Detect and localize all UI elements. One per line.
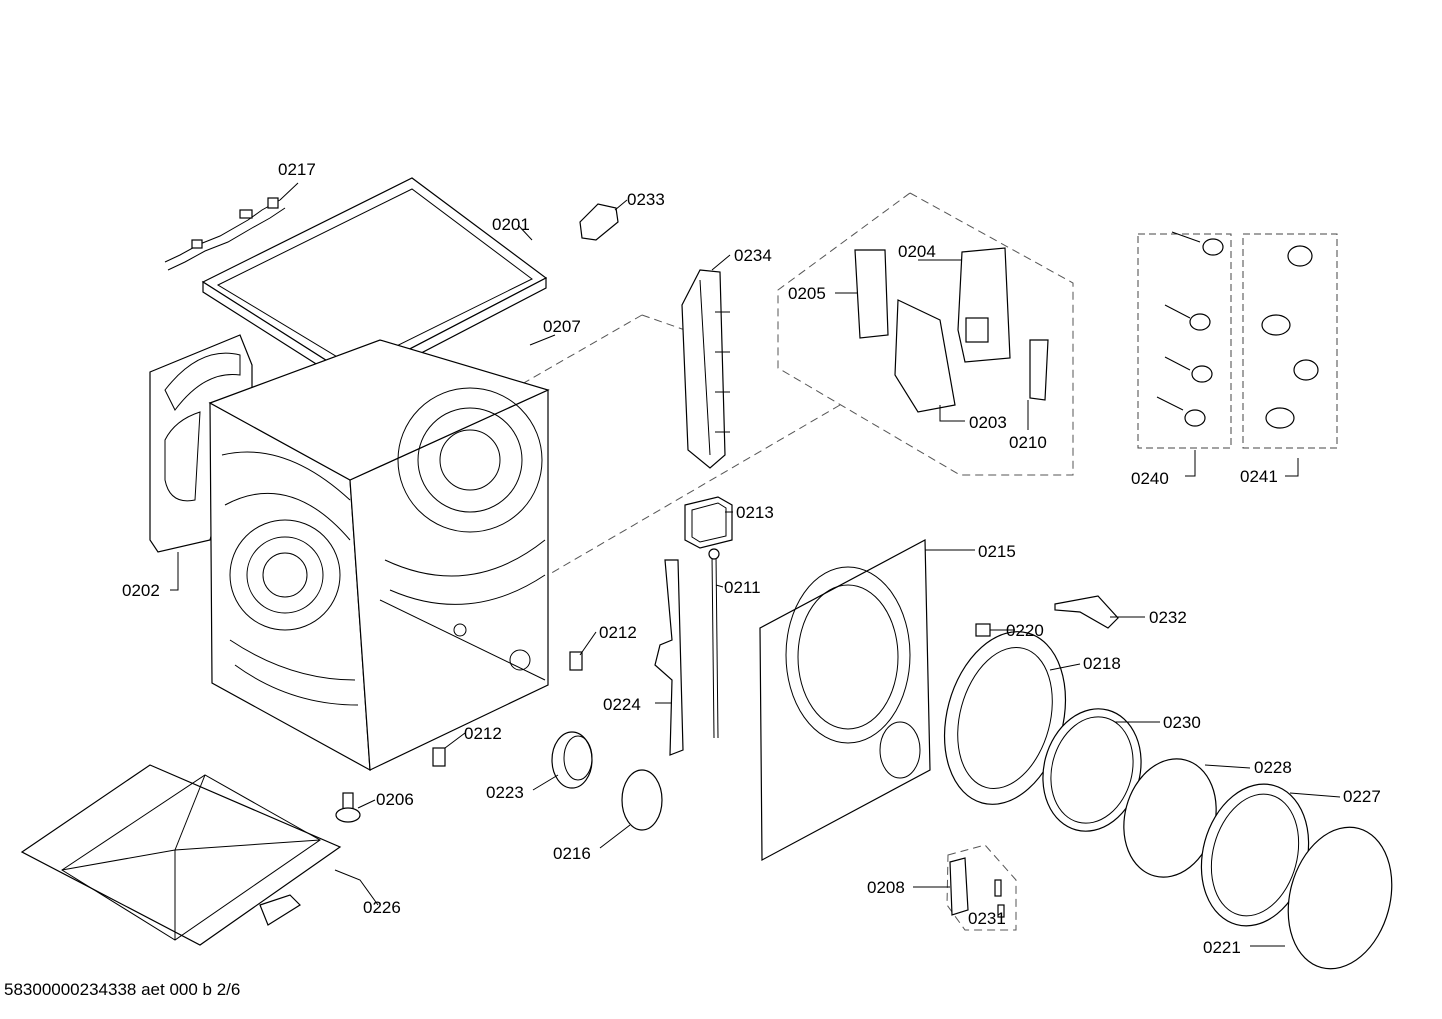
rod-0211 [708,548,720,739]
label-0208: 0208 [867,878,905,897]
label-0240: 0240 [1131,469,1169,488]
label-0201: 0201 [492,215,530,234]
wiring-harness [164,197,286,271]
label-0203: 0203 [969,413,1007,432]
label-0204: 0204 [898,242,936,261]
module-0213 [684,496,733,549]
label-0202: 0202 [122,581,160,600]
label-0221: 0221 [1203,938,1241,957]
label-0232: 0232 [1149,608,1187,627]
label-0241: 0241 [1240,467,1278,486]
label-0218: 0218 [1083,654,1121,673]
rail-0234 [681,269,730,469]
bracket-0233 [579,203,619,241]
label-0226: 0226 [363,898,401,917]
label-0206: 0206 [376,790,414,809]
electronics-parts [854,247,1049,413]
document-reference: 58300000234338 aet 000 b 2/6 [4,980,241,999]
foot-0206 [335,792,361,823]
label-0211: 0211 [724,578,761,597]
label-0227: 0227 [1343,787,1381,806]
group-box-0240 [1137,233,1232,449]
label-0233: 0233 [627,190,665,209]
bracket-0224 [654,559,684,756]
clip-0212-upper [569,651,583,671]
cabinet [208,339,550,772]
label-0220: 0220 [1006,621,1044,640]
door-parts [943,595,1393,970]
group-box-0241 [1242,233,1338,449]
cover-0216 [621,769,663,831]
label-0216: 0216 [553,844,591,863]
label-0223: 0223 [486,783,524,802]
part-labels: 0217 0201 0207 0202 0233 0234 0204 0205 … [122,160,1381,957]
label-0205: 0205 [788,284,826,303]
ring-0223 [551,731,593,789]
label-0228: 0228 [1254,758,1292,777]
group-outline-0208 [946,844,1017,931]
label-0234: 0234 [734,246,772,265]
label-0230: 0230 [1163,713,1201,732]
leader-lines [170,182,1341,947]
label-0212-upper: 0212 [599,623,637,642]
electronics-group-outline [777,192,1074,476]
base-tray [20,764,342,946]
front-panel [759,539,931,861]
label-0207: 0207 [543,317,581,336]
screw-set-0240 [1156,231,1224,427]
label-0217: 0217 [278,160,316,179]
hinge-parts [949,857,1005,918]
label-0213: 0213 [736,503,774,522]
assembly-guides [441,192,1338,931]
label-0212-lower: 0212 [464,724,502,743]
caps-0241 [1261,245,1319,429]
label-0215: 0215 [978,542,1016,561]
label-0231: 0231 [968,909,1006,928]
label-0224: 0224 [603,695,641,714]
label-0210: 0210 [1009,433,1047,452]
clip-0212-lower [432,747,446,767]
